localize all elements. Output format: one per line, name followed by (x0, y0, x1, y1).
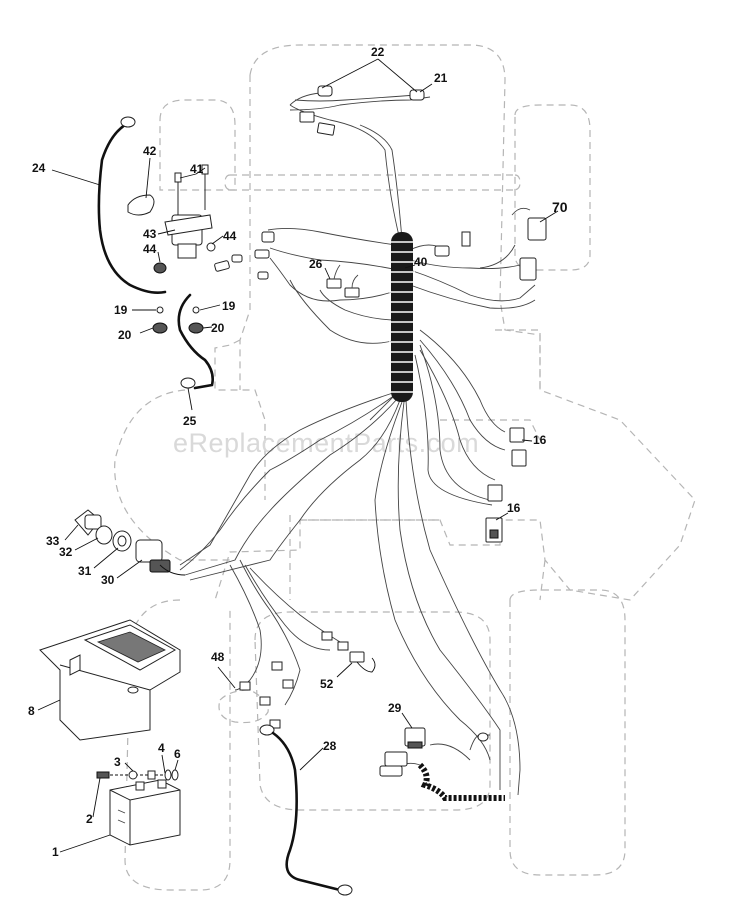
callout-44-right: 44 (223, 229, 237, 243)
callout-19-right: 19 (222, 299, 236, 313)
harness-loom (389, 232, 415, 402)
callout-24: 24 (32, 161, 46, 175)
battery-box (39, 619, 181, 741)
callout-19-left: 19 (114, 303, 128, 317)
callout-2: 2 (86, 812, 93, 826)
callout-25: 25 (183, 414, 197, 428)
callout-40: 40 (414, 255, 428, 269)
callout-30: 30 (101, 573, 115, 587)
callout-44-left: 44 (143, 242, 157, 256)
callout-29: 29 (388, 701, 402, 715)
watermark: eReplacementParts.com (173, 428, 479, 458)
callout-20-left: 20 (118, 328, 132, 342)
callout-32: 32 (59, 545, 73, 559)
callout-43: 43 (143, 227, 157, 241)
callout-16-upper: 16 (533, 433, 547, 447)
starter-solenoid-group (97, 116, 275, 390)
callout-28: 28 (323, 739, 337, 753)
wiring-harness (179, 104, 536, 801)
callout-8: 8 (28, 704, 35, 718)
headlight-harness (289, 85, 431, 136)
callout-16-lower: 16 (507, 501, 521, 515)
part-16-connectors (485, 427, 527, 543)
callout-6: 6 (174, 747, 181, 761)
callout-21: 21 (434, 71, 448, 85)
leader-lines (37, 58, 559, 853)
ignition-switch-group (74, 509, 186, 576)
callout-33: 33 (46, 534, 60, 548)
callout-4: 4 (158, 741, 165, 755)
battery (96, 769, 181, 846)
callout-31: 31 (78, 564, 92, 578)
part-52 (349, 651, 376, 673)
callout-70: 70 (552, 199, 568, 215)
callout-22: 22 (371, 45, 385, 59)
part-70-connector (434, 207, 547, 281)
callout-1: 1 (52, 845, 59, 859)
callout-labels: 22 21 42 24 41 70 43 44 44 26 40 19 19 2… (28, 45, 568, 859)
part-26-connectors (326, 264, 360, 298)
callout-20-right: 20 (211, 321, 225, 335)
part-48 (218, 631, 349, 729)
callout-41: 41 (190, 162, 204, 176)
part-29 (379, 727, 489, 777)
part-28-cable (259, 724, 353, 896)
callout-3: 3 (114, 755, 121, 769)
callout-52: 52 (320, 677, 334, 691)
callout-26: 26 (309, 257, 323, 271)
callout-48: 48 (211, 650, 225, 664)
callout-42: 42 (143, 144, 157, 158)
